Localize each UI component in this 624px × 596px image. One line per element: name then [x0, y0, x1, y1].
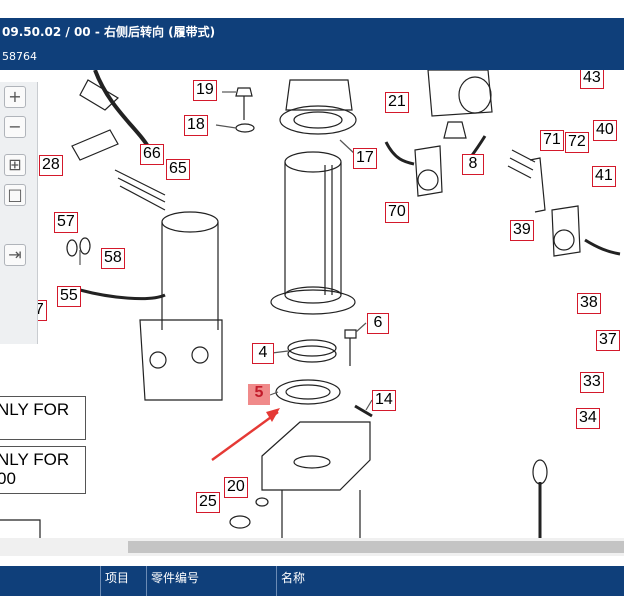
callout-17[interactable]: 17	[353, 148, 377, 169]
callout-25[interactable]: 25	[196, 492, 220, 513]
callout-37[interactable]: 37	[596, 330, 620, 351]
col-item[interactable]: 项目	[100, 566, 146, 596]
callout-57-top[interactable]: 57	[54, 212, 78, 233]
callout-71[interactable]: 71	[540, 130, 564, 151]
callout-40[interactable]: 40	[593, 120, 617, 141]
callout-34[interactable]: 34	[576, 408, 600, 429]
callout-19[interactable]: 19	[193, 80, 217, 101]
page-title: 09.50.02 / 00 - 右侧后转向 (履带式)	[2, 25, 216, 39]
callout-55[interactable]: 55	[57, 286, 81, 307]
scrollbar-thumb[interactable]	[128, 541, 624, 553]
callout-66[interactable]: 66	[140, 144, 164, 165]
callout-4[interactable]: 4	[252, 343, 274, 364]
callout-33[interactable]: 33	[580, 372, 604, 393]
callout-70[interactable]: 70	[385, 202, 409, 223]
callout-21[interactable]: 21	[385, 92, 409, 113]
callout-43[interactable]: 43	[580, 70, 604, 89]
callout-28[interactable]: 28	[39, 155, 63, 176]
callout-20[interactable]: 20	[224, 477, 248, 498]
callout-39[interactable]: 39	[510, 220, 534, 241]
col-name[interactable]: 名称	[276, 566, 624, 596]
callout-8[interactable]: 8	[462, 154, 484, 175]
callout-38[interactable]: 38	[577, 293, 601, 314]
part-number-subtitle: 58764	[2, 50, 37, 63]
callout-6[interactable]: 6	[367, 313, 389, 334]
note-box-2: NLY FOR 00	[0, 446, 86, 494]
zoom-in-button[interactable]: +	[4, 86, 26, 108]
callout-58[interactable]: 58	[101, 248, 125, 269]
parts-table-header: 项目 零件编号 名称	[0, 566, 624, 596]
callout-18[interactable]: 18	[184, 115, 208, 136]
zoom-out-button[interactable]: −	[4, 116, 26, 138]
callout-5-selected[interactable]: 5	[248, 384, 270, 405]
diagram-artwork	[0, 70, 621, 538]
zoom-toolbar: + − ⊞ □ ⇥	[0, 82, 38, 344]
callout-65[interactable]: 65	[166, 159, 190, 180]
actual-size-button[interactable]: □	[4, 184, 26, 206]
header-bar: 09.50.02 / 00 - 右侧后转向 (履带式) 58764	[0, 18, 624, 70]
exploded-diagram[interactable]: 19 18 21 43 40 71 72 66 65 28 17 8 41 70…	[0, 70, 624, 538]
fit-to-window-button[interactable]: ⊞	[4, 154, 26, 176]
callout-41[interactable]: 41	[592, 166, 616, 187]
note-box-1: NLY FOR	[0, 396, 86, 440]
export-button[interactable]: ⇥	[4, 244, 26, 266]
callout-72[interactable]: 72	[565, 132, 589, 153]
col-blank[interactable]	[0, 566, 100, 596]
horizontal-scrollbar[interactable]	[0, 538, 624, 556]
col-part-number[interactable]: 零件编号	[146, 566, 276, 596]
callout-14[interactable]: 14	[372, 390, 396, 411]
